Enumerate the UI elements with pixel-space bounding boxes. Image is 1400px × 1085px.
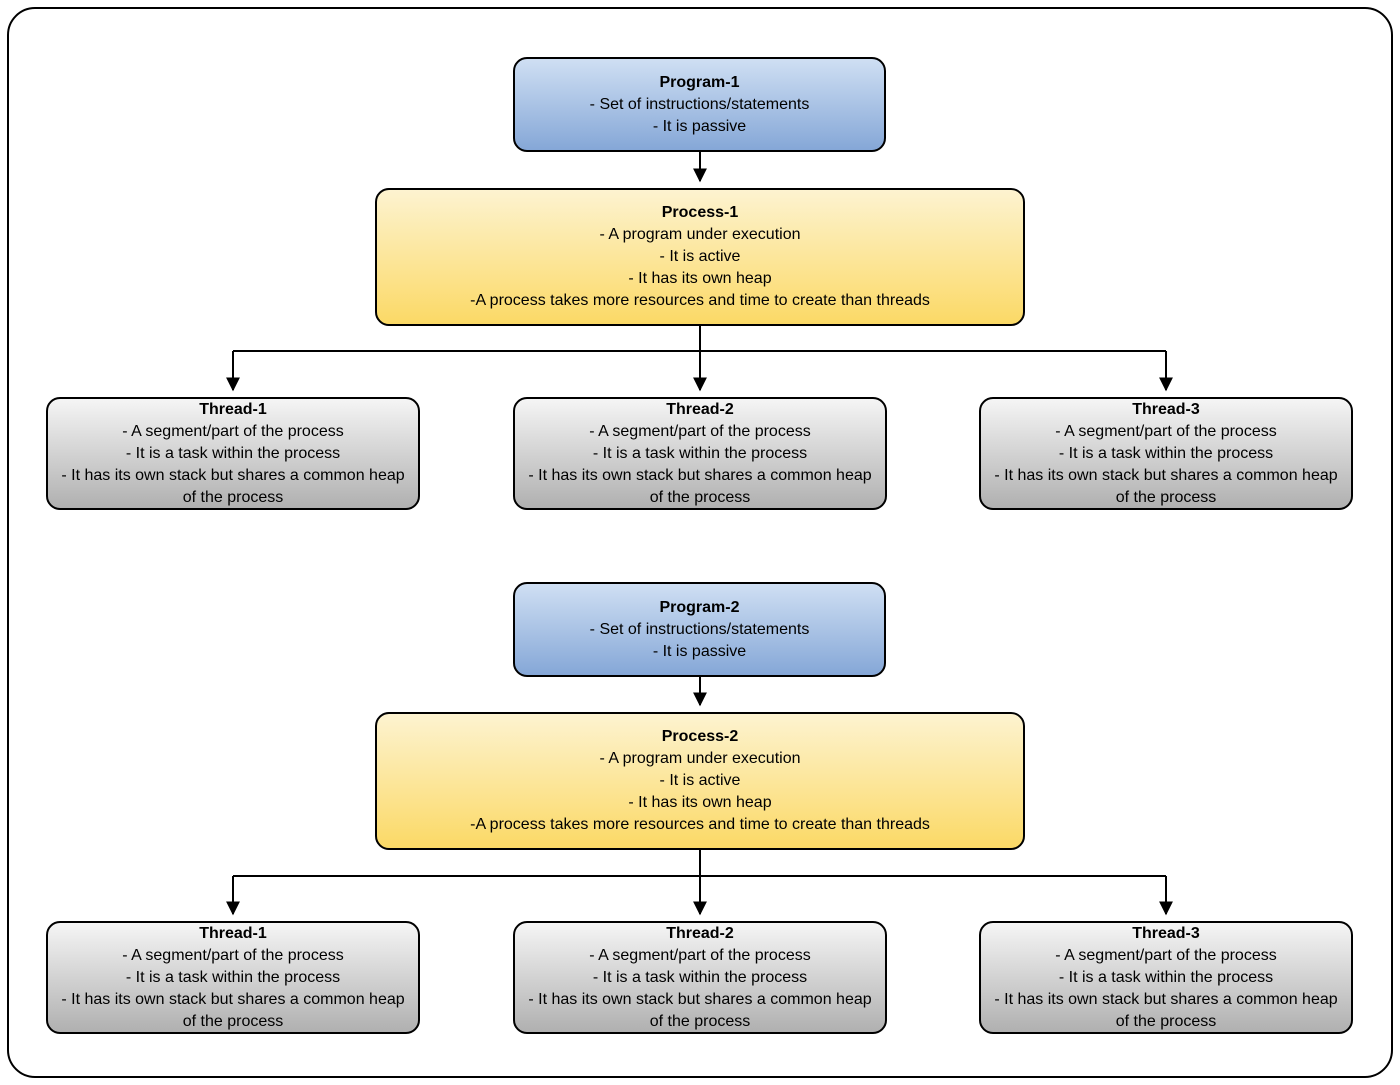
- group-2-thread-2-box: Thread-2 - A segment/part of the process…: [513, 921, 887, 1034]
- box-line: -A process takes more resources and time…: [470, 292, 930, 309]
- process-2-box: Process-2 - A program under execution - …: [375, 712, 1025, 850]
- box-line: - It has its own stack but shares a comm…: [61, 990, 405, 1030]
- box-line: - It is passive: [652, 642, 747, 660]
- box-line: - It is a task within the process: [592, 444, 808, 462]
- program-1-box: Program-1 - Set of instructions/statemen…: [513, 57, 886, 152]
- box-line: - It is a task within the process: [1058, 968, 1274, 986]
- group-1-thread-1-box: Thread-1 - A segment/part of the process…: [46, 397, 420, 510]
- box-title: Thread-3: [1132, 924, 1200, 942]
- box-title: Thread-1: [199, 400, 267, 418]
- box-title: Thread-1: [199, 924, 267, 942]
- box-line: - It is a task within the process: [1058, 444, 1274, 462]
- box-line: - A segment/part of the process: [122, 946, 344, 964]
- box-line: - It has its own stack but shares a comm…: [61, 466, 405, 506]
- group-1-thread-2-box: Thread-2 - A segment/part of the process…: [513, 397, 887, 510]
- box-line: - It is a task within the process: [592, 968, 808, 986]
- box-line: - It has its own heap: [628, 794, 772, 811]
- process-1-box: Process-1 - A program under execution - …: [375, 188, 1025, 326]
- group-1-thread-3-box: Thread-3 - A segment/part of the process…: [979, 397, 1353, 510]
- box-line: -A process takes more resources and time…: [470, 816, 930, 833]
- group-2-thread-3-box: Thread-3 - A segment/part of the process…: [979, 921, 1353, 1034]
- box-line: - It is active: [659, 248, 741, 265]
- box-line: - A segment/part of the process: [122, 422, 344, 440]
- box-line: - A segment/part of the process: [1055, 946, 1277, 964]
- box-line: - A segment/part of the process: [589, 946, 811, 964]
- box-line: - A program under execution: [599, 750, 801, 767]
- box-line: - It has its own stack but shares a comm…: [994, 466, 1338, 506]
- box-title: Thread-2: [666, 924, 734, 942]
- box-line: - It is a task within the process: [125, 968, 341, 986]
- box-line: - A segment/part of the process: [1055, 422, 1277, 440]
- group-2-thread-1-box: Thread-1 - A segment/part of the process…: [46, 921, 420, 1034]
- box-line: - It has its own heap: [628, 270, 772, 287]
- box-line: - It is active: [659, 772, 741, 789]
- box-line: - It has its own stack but shares a comm…: [528, 466, 872, 506]
- box-title: Process-1: [661, 204, 739, 221]
- box-title: Program-2: [659, 598, 740, 616]
- box-title: Thread-2: [666, 400, 734, 418]
- box-line: - A program under execution: [599, 226, 801, 243]
- box-line: - A segment/part of the process: [589, 422, 811, 440]
- program-2-box: Program-2 - Set of instructions/statemen…: [513, 582, 886, 677]
- box-title: Program-1: [659, 73, 740, 91]
- box-line: - It has its own stack but shares a comm…: [528, 990, 872, 1030]
- box-line: - Set of instructions/statements: [589, 95, 810, 113]
- box-line: - Set of instructions/statements: [589, 620, 810, 638]
- box-line: - It has its own stack but shares a comm…: [994, 990, 1338, 1030]
- box-line: - It is passive: [652, 117, 747, 135]
- box-title: Process-2: [661, 728, 739, 745]
- box-line: - It is a task within the process: [125, 444, 341, 462]
- box-title: Thread-3: [1132, 400, 1200, 418]
